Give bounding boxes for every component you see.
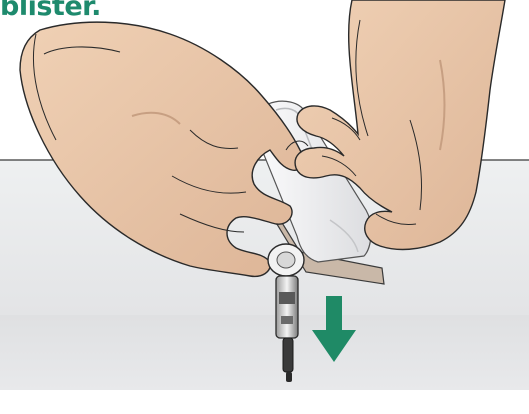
caption-text: blister. bbox=[0, 0, 101, 24]
table-front-edge bbox=[0, 315, 529, 390]
syringe-barrel bbox=[276, 276, 298, 338]
syringe-tip bbox=[283, 338, 293, 372]
